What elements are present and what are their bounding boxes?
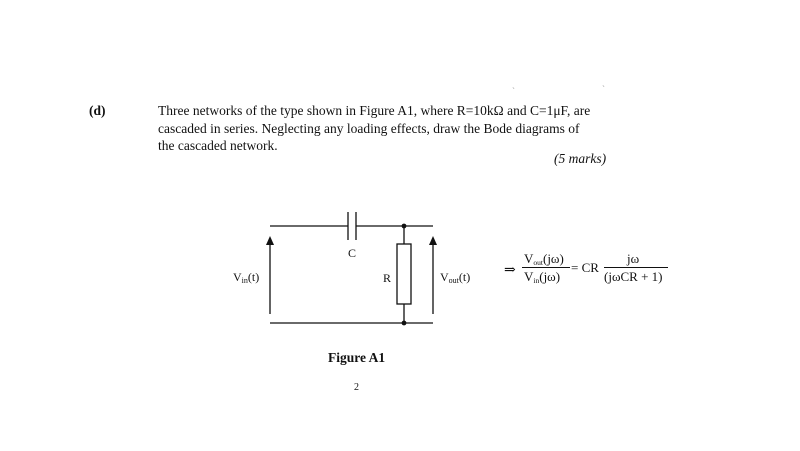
marks-label: (5 marks) (554, 151, 607, 166)
vout-label: Vout(t) (440, 270, 470, 285)
rhs-denominator: (jωCR + 1) (604, 269, 663, 284)
question-line-3: the cascaded network. (158, 138, 278, 153)
tf-numerator-tail: (jω) (542, 251, 564, 266)
resistor-label: R (383, 271, 392, 285)
vout-label-sub: out (448, 276, 459, 285)
node-bottom (401, 320, 407, 326)
tf-denominator-main: V (524, 269, 534, 284)
question-text: Three networks of the type shown in Figu… (158, 102, 618, 155)
tf-denominator: Vin(jω) (524, 269, 560, 285)
tf-numerator-sub: out (533, 258, 543, 267)
vout-label-main: V (440, 270, 449, 284)
page-number: 2 (354, 382, 359, 393)
vout-arrow-head (429, 236, 437, 245)
tf-numerator: Vout(jω) (524, 251, 564, 267)
tf-denominator-tail: (jω) (539, 269, 561, 284)
scan-mark-right: ˏ (602, 77, 605, 87)
vin-label-main: V (233, 270, 242, 284)
question-line-1: Three networks of the type shown in Figu… (158, 103, 591, 118)
question-line-2: cascaded in series. Neglecting any loadi… (158, 120, 580, 136)
vout-label-tail: (t) (458, 270, 471, 284)
node-top (401, 223, 407, 229)
figure-caption: Figure A1 (328, 350, 386, 365)
equals-cr: = CR (571, 260, 599, 275)
vin-label-tail: (t) (247, 270, 260, 284)
tf-denominator-sub: in (533, 276, 540, 285)
capacitor-label: C (348, 246, 357, 260)
scan-mark-left: ˎ (512, 79, 515, 89)
question-label: (d) (89, 103, 106, 118)
vin-label: Vin(t) (233, 270, 259, 285)
implies-arrow: ⇒ (504, 263, 516, 278)
rhs-numerator: jω (627, 251, 640, 266)
rhs-fraction-bar (604, 267, 668, 268)
tf-numerator-main: V (524, 251, 534, 266)
resistor-body (396, 243, 412, 305)
vin-arrow-head (266, 236, 274, 245)
tf-fraction-bar (522, 267, 570, 268)
vin-label-sub: in (241, 276, 248, 285)
